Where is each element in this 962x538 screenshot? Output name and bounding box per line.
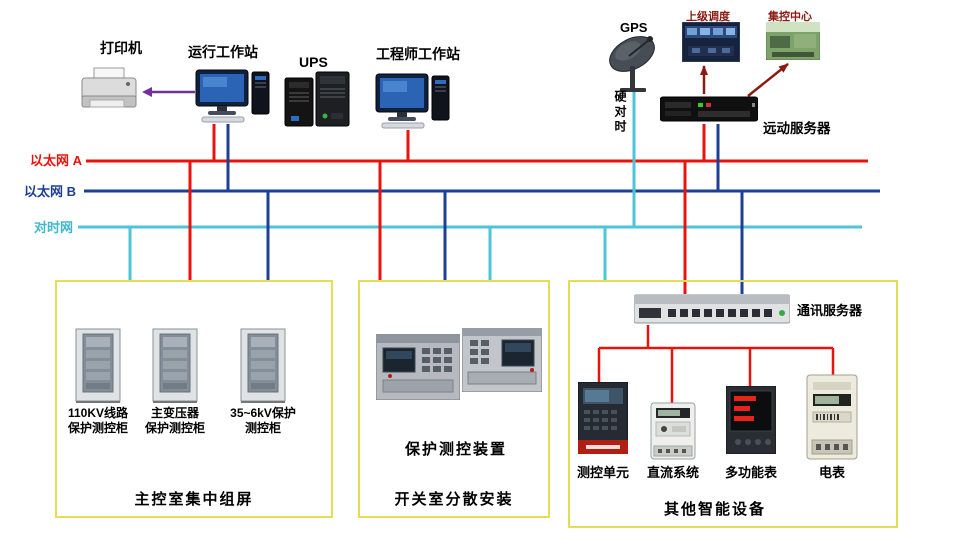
ups-label: UPS xyxy=(299,54,328,70)
box1-caption: 主控室集中组屏 xyxy=(134,491,254,508)
superior-dispatch-label: 上级调度 xyxy=(686,11,730,23)
remote-server-drops xyxy=(702,124,720,191)
box3-caption: 其他智能设备 xyxy=(663,501,766,518)
measure-control-unit-icon xyxy=(577,381,629,459)
superior-dispatch-image xyxy=(681,21,741,67)
box2-drops xyxy=(378,161,492,282)
gps-label: GPS xyxy=(620,20,648,35)
multifunction-meter-label: 多功能表 xyxy=(724,465,777,480)
box-switchgear-room xyxy=(358,280,550,518)
engineer-workstation-icon xyxy=(374,72,452,135)
ethernet-b-label: 以太网 B xyxy=(24,184,77,199)
central-control-label: 集控中心 xyxy=(768,11,812,23)
remote-server-label: 远动服务器 xyxy=(763,121,831,136)
uplink-arrow-central-control xyxy=(747,63,789,97)
printer-icon xyxy=(78,66,142,119)
cabinet-110kv-icon xyxy=(75,328,121,409)
box-other-devices xyxy=(568,280,898,528)
operator-workstation-label: 运行工作站 xyxy=(188,44,258,60)
printer-link-line xyxy=(142,87,195,97)
gps-dish-icon xyxy=(604,30,664,99)
dc-system-label: 直流系统 xyxy=(646,465,699,480)
time-sync-net-label: 对时网 xyxy=(34,220,74,235)
hard-time-sync-label: 硬对时 xyxy=(613,90,627,135)
box3-internal-distribution xyxy=(597,325,835,403)
central-control-image xyxy=(765,21,821,65)
dc-system-icon xyxy=(650,402,696,465)
engineer-workstation-label: 工程师工作站 xyxy=(376,46,460,62)
protection-device-1-icon xyxy=(375,333,461,405)
energy-meter-label: 电表 xyxy=(818,465,845,480)
printer-label: 打印机 xyxy=(100,40,142,56)
operator-workstation-icon xyxy=(194,68,272,129)
ups-icon xyxy=(283,68,351,135)
operator-ws-drops xyxy=(212,124,230,191)
cabinet-transformer-label: 主变压器 保护测控柜 xyxy=(144,406,205,435)
box-main-control-room xyxy=(55,280,333,518)
cabinet-35-6kv-icon xyxy=(240,328,286,409)
protection-device-2-icon xyxy=(461,327,543,397)
energy-meter-icon xyxy=(806,374,858,465)
cabinet-transformer-icon xyxy=(152,328,198,409)
comm-server-icon xyxy=(633,293,791,330)
cabinet-35-6kv-label: 35~6kV保护 测控柜 xyxy=(230,406,296,435)
remote-server-icon xyxy=(659,94,759,129)
multifunction-meter-icon xyxy=(725,385,777,459)
protection-device-label: 保护测控装置 xyxy=(404,441,507,458)
measure-control-unit-label: 测控单元 xyxy=(576,465,629,480)
box1-drops xyxy=(128,161,270,282)
box3-drops xyxy=(603,161,744,294)
comm-server-label: 通讯服务器 xyxy=(797,303,863,318)
box2-caption: 开关室分散安装 xyxy=(394,491,514,508)
cabinet-110kv-label: 110KV线路 保护测控柜 xyxy=(67,406,129,435)
ethernet-a-label: 以太网 A xyxy=(30,153,83,168)
